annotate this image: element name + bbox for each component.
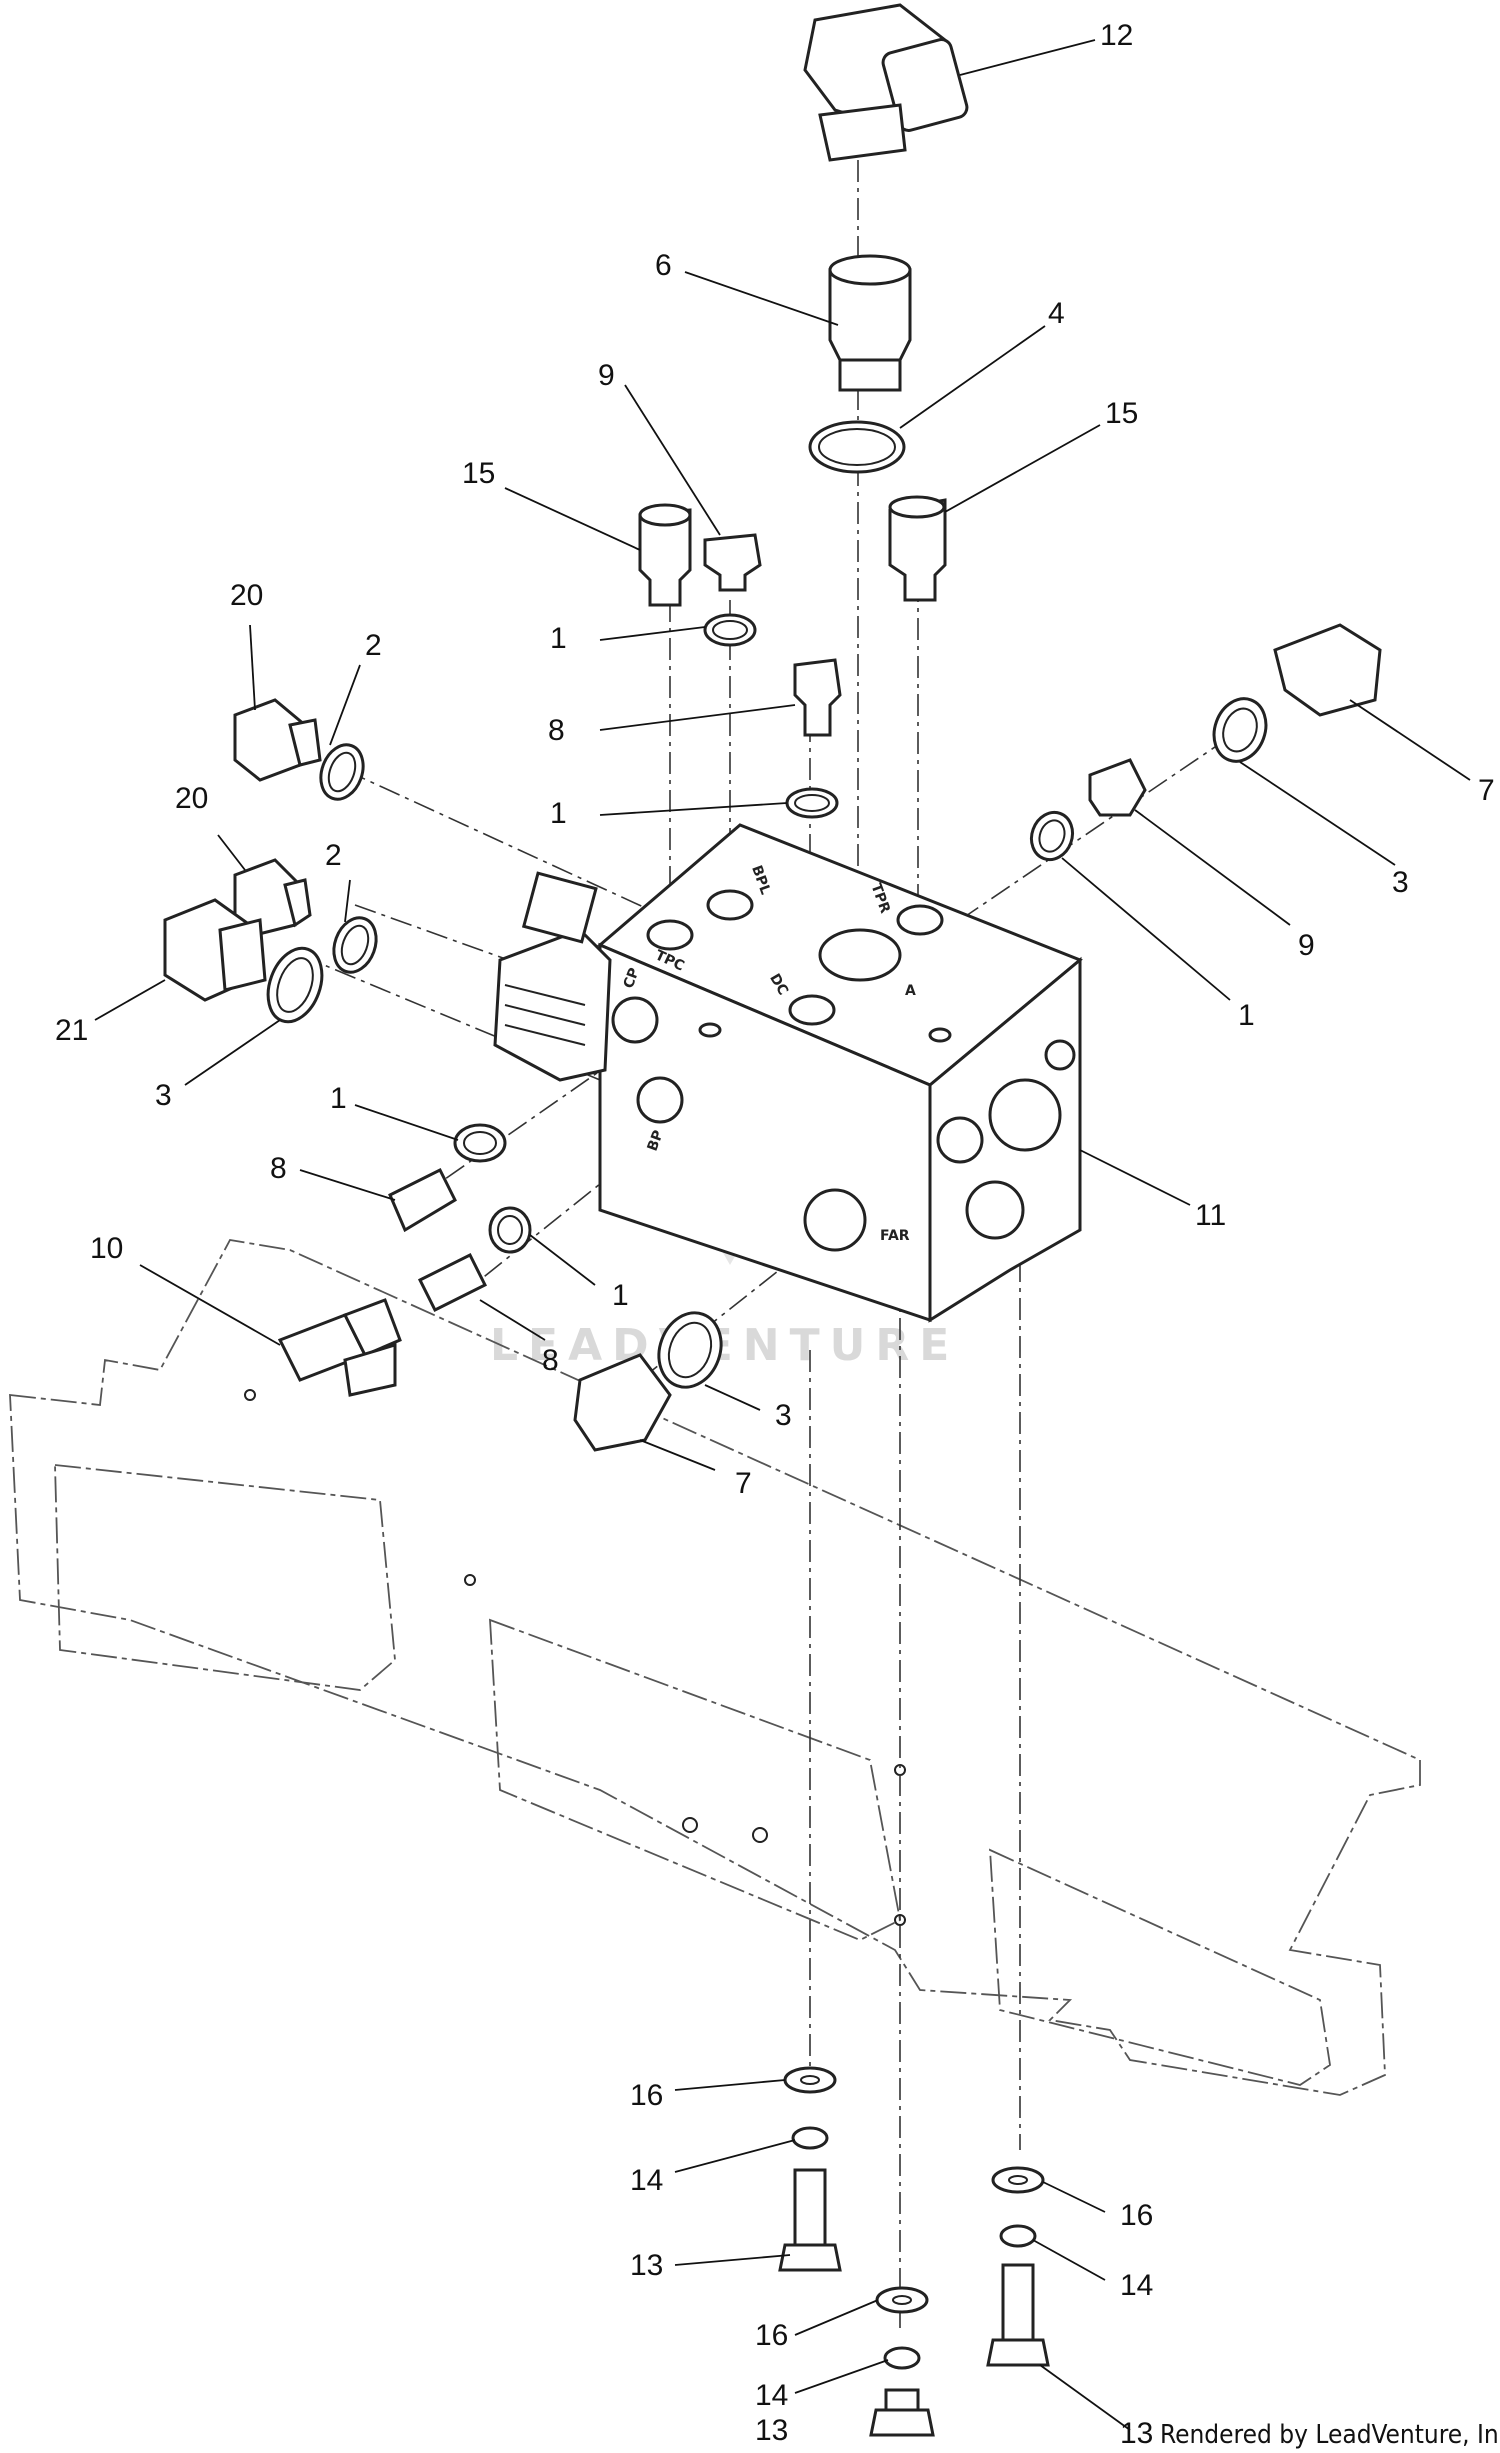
elbow-fitting-10 [277,1298,402,1397]
callout-10: 10 [90,1232,123,1265]
plug-9-top [703,533,762,592]
callout-9: 9 [1298,929,1315,962]
valve-block: TPC BPL TPR A DC CP BP FAR [493,823,1083,1323]
callout-7: 7 [735,1467,752,1500]
callout-16: 16 [1120,2199,1153,2232]
lockwasher-14-mid [883,2346,921,2370]
callout-2: 2 [325,839,342,872]
callout-2: 2 [365,629,382,662]
elbow-fitting-12 [803,3,969,162]
port-label-far: FAR [880,1228,910,1244]
bolt-13-mid [869,2388,935,2437]
callout-1: 1 [550,622,567,655]
callout-8: 8 [548,714,565,747]
o-ring-2-upper [319,743,365,801]
callout-4: 4 [1048,297,1065,330]
fitting-21 [163,898,267,1002]
callout-13: 13 [630,2249,663,2282]
render-credit: Rendered by LeadVenture, Inc. [1160,2420,1500,2450]
callout-6: 6 [655,249,672,282]
callout-1: 1 [612,1279,629,1312]
o-ring-1-left [453,1123,507,1163]
o-ring-3-right [1212,697,1268,763]
callout-1: 1 [550,797,567,830]
o-ring-3-left [266,946,324,1024]
fitting-7-front [573,1353,672,1452]
plug-15-left [638,503,692,607]
callout-16: 16 [630,2079,663,2112]
leader-lines [94,39,1471,2431]
o-ring-1-top [703,613,757,647]
port-label-cp: CP [621,966,643,991]
callout-13: 13 [1120,2417,1153,2450]
bolt-13-right [986,2263,1050,2367]
fitting-8-left-lower [417,1252,488,1313]
callout-14: 14 [1120,2269,1153,2302]
callout-11: 11 [1195,1199,1226,1232]
callout-1: 1 [330,1082,347,1115]
callout-8: 8 [270,1152,287,1185]
bolt-13-left [778,2168,842,2272]
mounting-bracket [9,1239,1421,2096]
washer-16-mid [875,2286,929,2314]
callout-9: 9 [598,359,615,392]
port-a [818,928,902,982]
port-cp [611,996,659,1044]
port-label-bp: BP [645,1128,667,1153]
o-ring-4 [808,420,906,474]
port-bpl [706,889,754,921]
callout-8: 8 [542,1344,559,1377]
fitting-8-top [793,658,842,737]
callout-12: 12 [1100,19,1133,52]
port-far [803,1188,867,1252]
callout-3: 3 [775,1399,792,1432]
lockwasher-14-left [791,2126,829,2150]
watermark-text: LEADVENTURE [490,1320,959,1371]
plug-20-upper [233,698,322,782]
port-tpc [646,919,694,951]
lockwasher-14-right [999,2224,1037,2248]
callout-14: 14 [630,2164,663,2197]
port-bp [636,1076,684,1124]
washer-16-right [991,2166,1045,2194]
port-label-a: A [905,983,916,999]
callout-20: 20 [175,782,208,815]
callout-15: 15 [462,457,495,490]
callout-20: 20 [230,579,263,612]
o-ring-1-lower-left [488,1206,532,1254]
plug-15-right [888,495,947,602]
callout-16: 16 [755,2319,788,2352]
fitting-7-right [1273,623,1382,717]
fitting-8-left-upper [388,1167,457,1233]
callouts: 12 6 4 15 9 15 20 2 1 8 1 20 2 7 3 9 1 2… [55,19,1495,2450]
callout-13: 13 [755,2414,788,2447]
callout-14: 14 [755,2379,788,2412]
port-tpr [896,904,944,936]
callout-21: 21 [55,1014,88,1047]
port-dc [788,994,836,1026]
washer-16-left [783,2066,837,2094]
adapter-fitting-6 [828,254,912,392]
callout-3: 3 [155,1079,172,1112]
callout-7: 7 [1478,774,1495,807]
plug-9-right [1088,758,1147,817]
callout-3: 3 [1392,866,1409,899]
callout-15: 15 [1105,397,1138,430]
o-ring-1-right [1029,810,1075,862]
o-ring-2-lower [332,916,378,974]
o-ring-3-front [657,1311,723,1389]
callout-1: 1 [1238,999,1255,1032]
o-ring-1-mid [785,787,839,819]
